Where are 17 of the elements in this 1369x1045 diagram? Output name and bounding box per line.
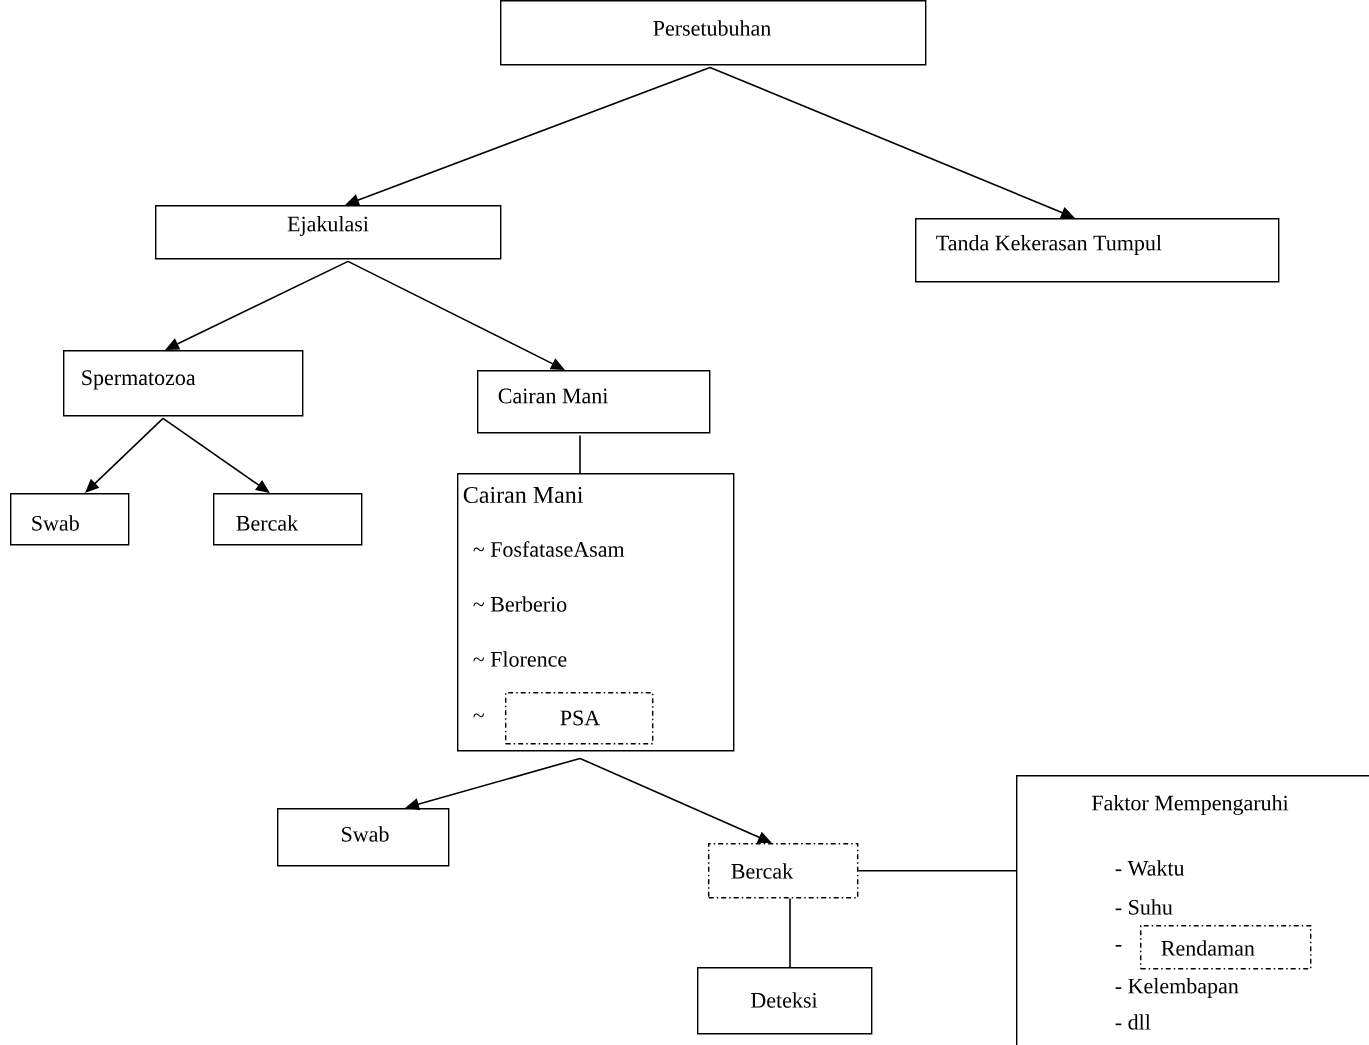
dashed-box: Rendaman [1140, 925, 1312, 970]
process-box: Persetubuhan [500, 0, 927, 66]
connector-line [789, 897, 791, 968]
arrow [85, 417, 164, 493]
process-box: Deteksi [697, 967, 873, 1035]
dashed-box: Bercak [708, 843, 859, 899]
connector-line [579, 434, 581, 474]
process-box: Ejakulasi [155, 205, 502, 260]
process-box: Spermatozoa [63, 350, 304, 417]
arrow [162, 417, 270, 493]
process-box: Swab [277, 808, 450, 867]
connector-line [857, 869, 1017, 872]
process-box: Swab [10, 493, 130, 546]
process-box: Cairan Mani [477, 370, 711, 434]
process-box: Tanda Kekerasan Tumpul [915, 218, 1280, 283]
dashed-box: PSA [505, 692, 654, 745]
process-box: Bercak [213, 493, 363, 546]
